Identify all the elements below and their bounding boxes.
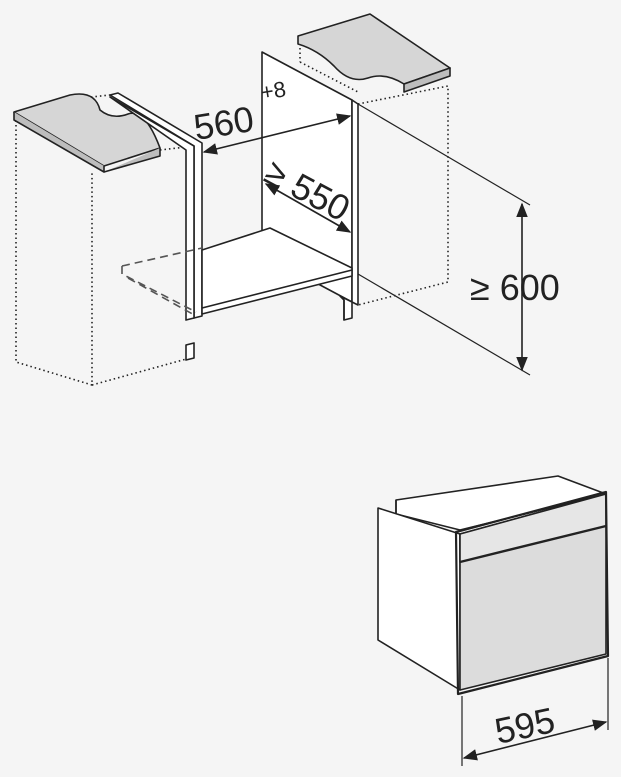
appliance-width-label: 595 — [491, 699, 558, 752]
right-worktop — [297, 13, 451, 85]
left-worktop — [13, 93, 161, 167]
width-label: 560 — [191, 98, 257, 148]
width-tolerance-label: +8 — [259, 76, 288, 105]
height-label: ≥ 600 — [470, 267, 560, 308]
niche-shelf — [201, 227, 353, 315]
width-dimension-line — [202, 113, 352, 155]
appliance-width-dimension-line — [462, 719, 608, 761]
right-cabinet — [299, 48, 449, 306]
niche-diagram — [13, 13, 531, 386]
projected-shelf — [121, 247, 203, 317]
oven-appliance — [377, 475, 610, 766]
oven-side-face — [377, 507, 461, 691]
depth-dimension-line — [264, 183, 352, 233]
